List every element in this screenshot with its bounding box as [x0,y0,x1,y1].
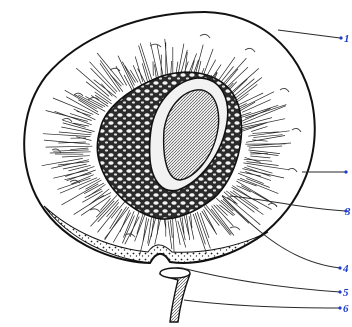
callout-labels: 1 3 4 5 6 [338,33,351,315]
flesh-fibre [250,154,268,155]
leader-stalk-cavity [182,268,340,292]
callout-label-4: 4 [342,263,349,275]
callout-label-5: 5 [343,287,349,299]
stalk-end [160,268,190,278]
callout-label-1: 1 [344,33,350,45]
callout-label-3: 3 [344,206,351,218]
leader-skin [278,30,340,38]
callout-label-6: 6 [343,303,349,315]
leader-stalk [184,300,340,308]
